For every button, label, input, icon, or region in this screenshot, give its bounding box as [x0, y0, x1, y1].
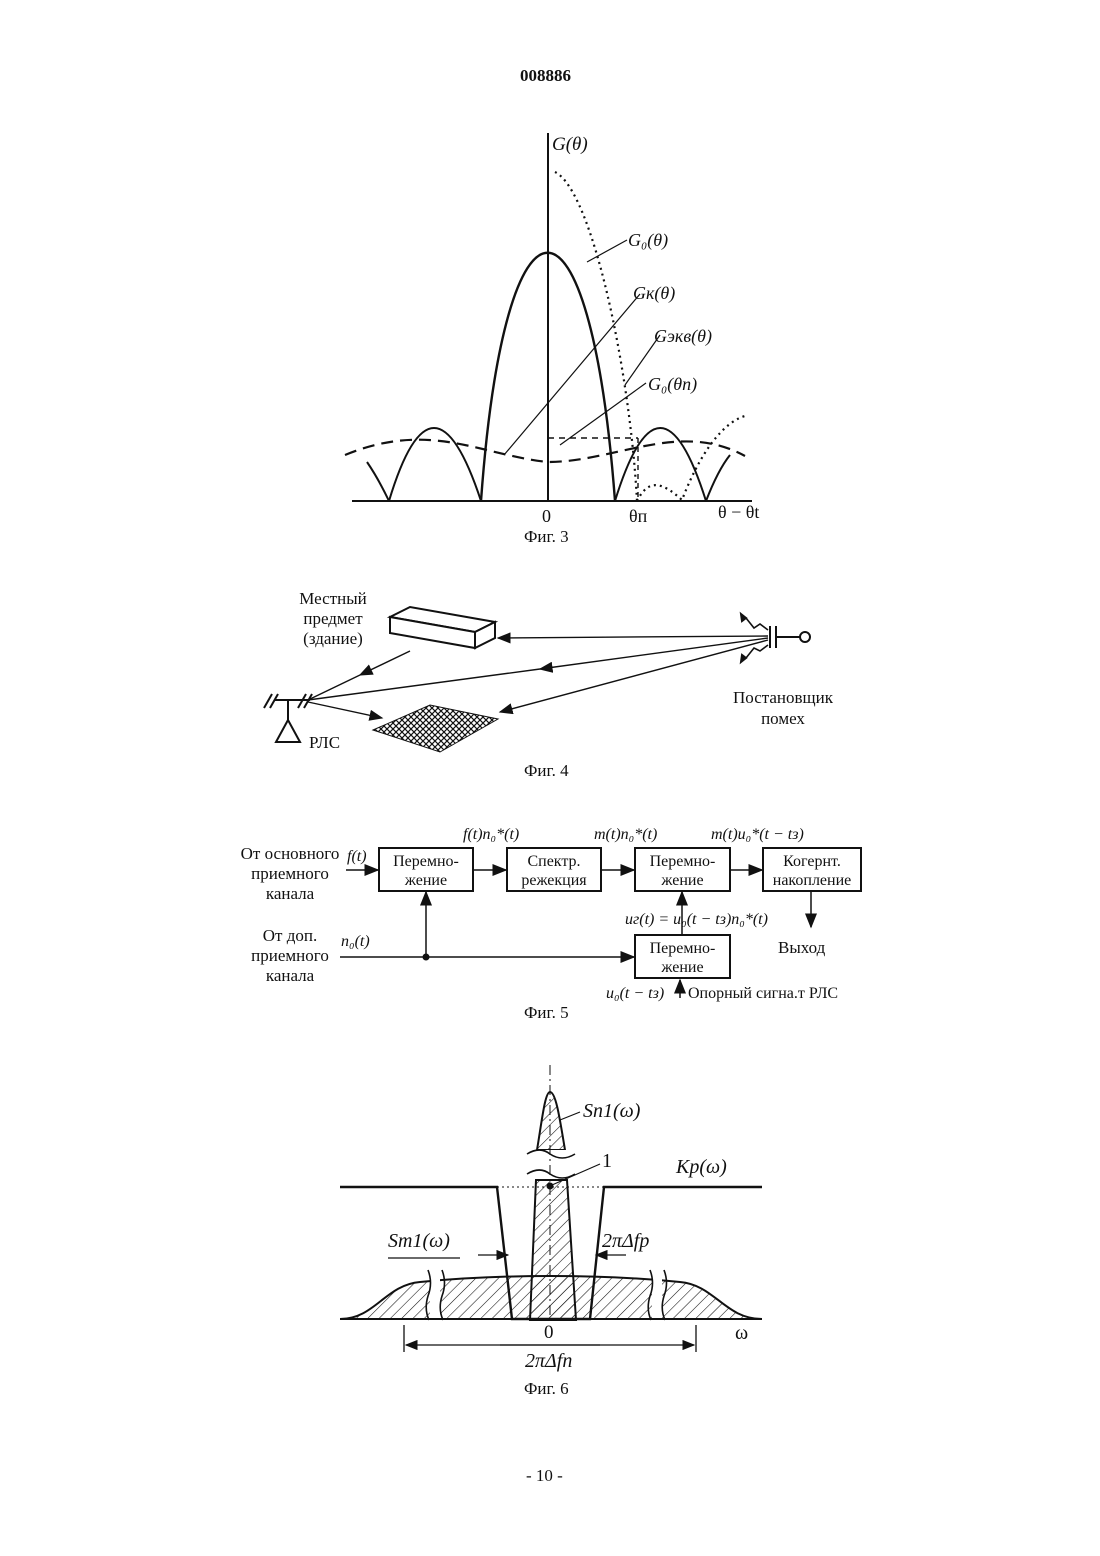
fig6-label-sm1: Sm1(ω) [388, 1230, 450, 1253]
fig6-label-zero: 0 [544, 1322, 554, 1344]
fig6-caption: Фиг. 6 [524, 1379, 569, 1399]
page-number: - 10 - [526, 1466, 563, 1486]
fig6-label-kp: Kр(ω) [676, 1156, 727, 1179]
fig6-sn1-peak [537, 1092, 565, 1150]
fig6-leader-sn1 [560, 1112, 580, 1120]
fig6-label-omega: ω [735, 1322, 748, 1345]
fig6-point-1 [547, 1183, 554, 1190]
fig6-label-2pidfp: 2πΔfр [602, 1230, 649, 1253]
fig6-sn1-spectrum [530, 1180, 576, 1320]
fig6-spectrum-plot [0, 0, 1100, 1400]
fig6-label-sn1: Sn1(ω) [583, 1100, 640, 1123]
fig6-label-one: 1 [602, 1150, 612, 1173]
fig6-label-2pidfn: 2πΔfп [525, 1350, 572, 1373]
